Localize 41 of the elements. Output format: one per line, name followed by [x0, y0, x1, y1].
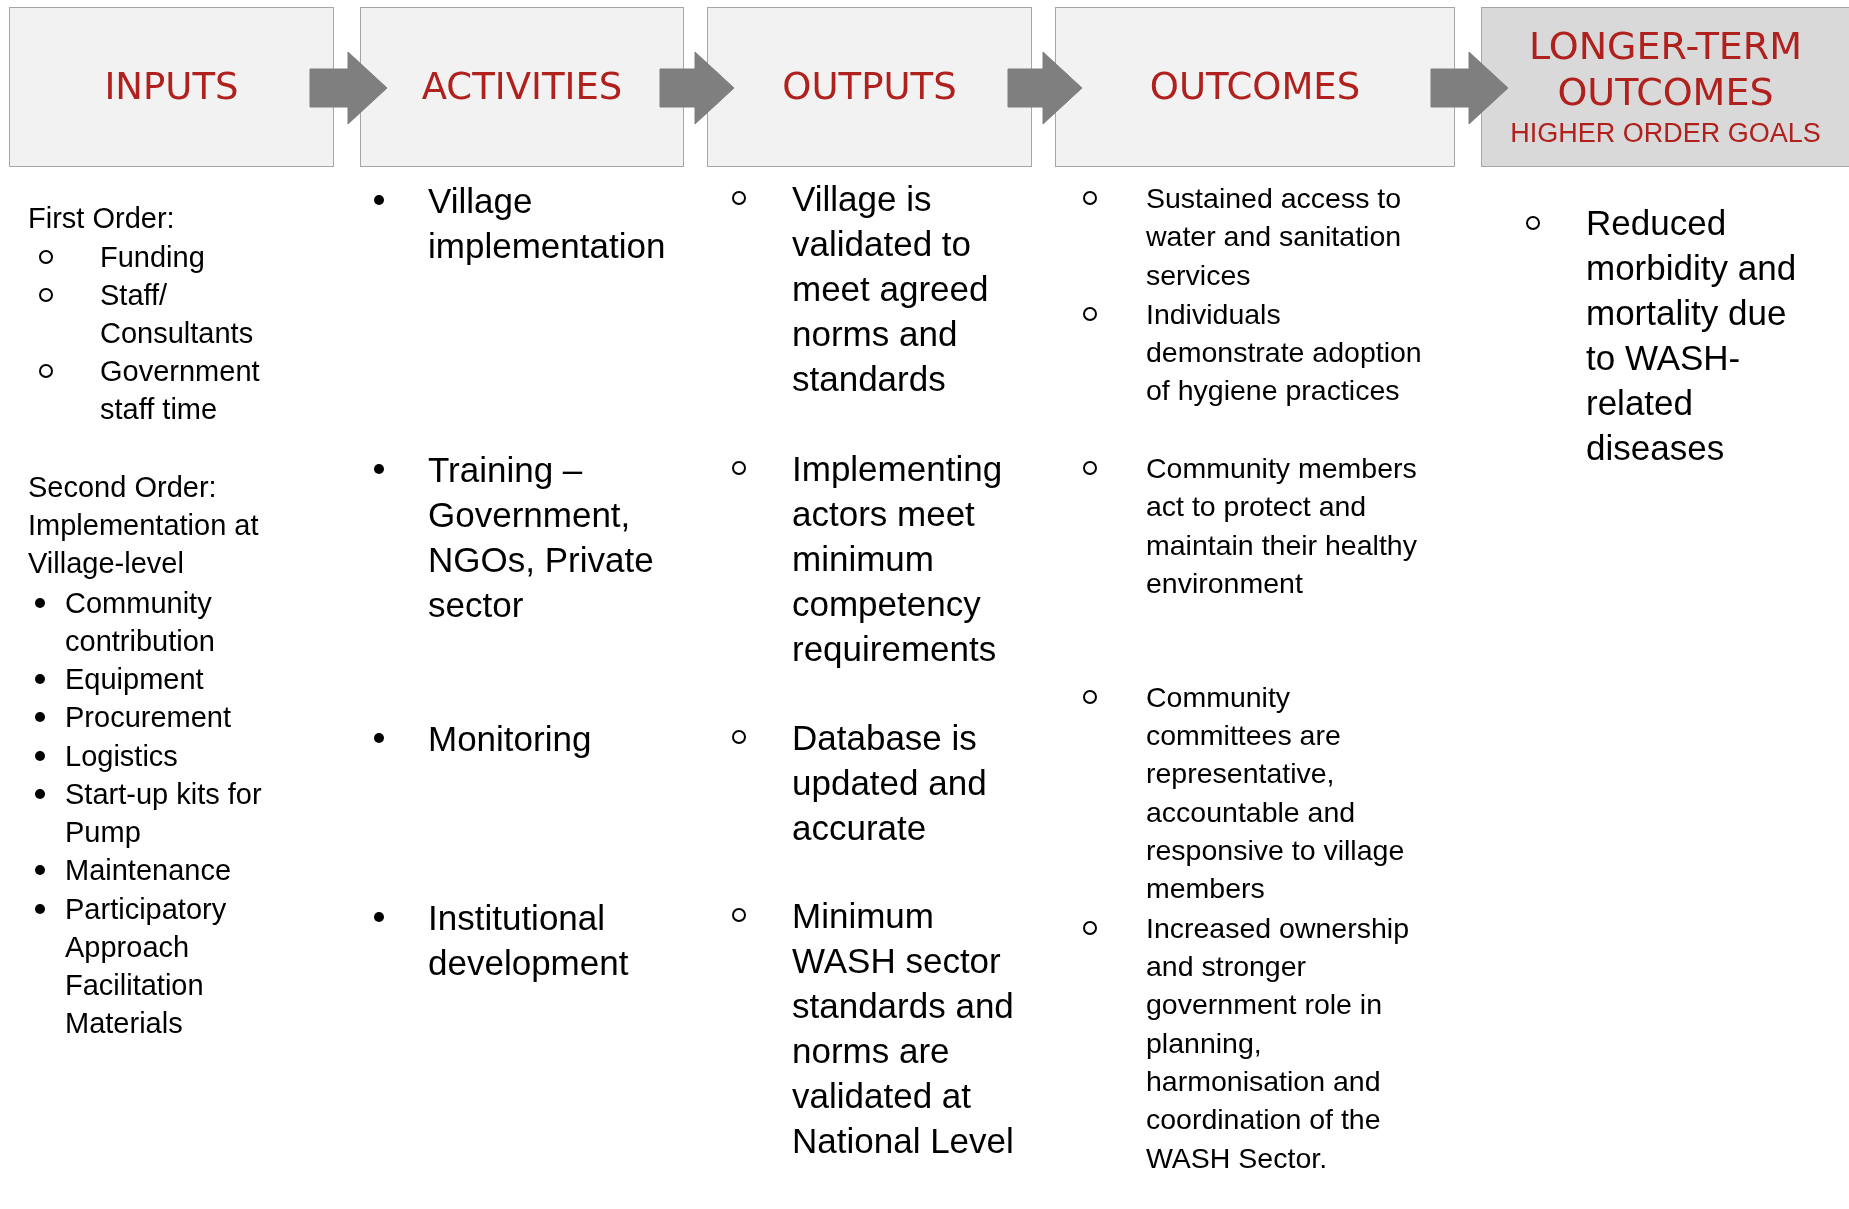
stage-header-box	[707, 7, 1032, 167]
list-item-text: Equipment	[65, 662, 205, 698]
list-item-text: Start-up kits for Pump	[65, 776, 263, 850]
list-item-text: Second Order: Implementation at Village-level	[28, 470, 260, 581]
list-item-text: Individuals demonstrate adoption of hygiene practices	[1146, 296, 1423, 409]
stage-title: LONGER-TERM OUTCOMES	[1527, 24, 1804, 116]
list-item-text: Maintenance	[65, 853, 233, 889]
list-item-text: Staff/ Consultants	[100, 277, 255, 351]
list-item-text: Training – Government, NGOs, Private sector	[428, 448, 655, 626]
block-arrow	[1430, 51, 1509, 125]
stage-header-box	[1481, 7, 1849, 167]
list-item-text: Monitoring	[428, 717, 593, 760]
stage-header-box	[9, 7, 334, 167]
list-item-text: Logistics	[65, 738, 179, 774]
stage-header-box	[360, 7, 684, 167]
list-item-text: Funding	[100, 240, 206, 276]
list-item-text: Procurement	[65, 699, 232, 735]
list-item-text: Community committees are representative, accountable and responsive to village members	[1146, 679, 1406, 907]
list-item-text: Database is updated and accurate	[792, 716, 988, 849]
stage-title: ACTIVITIES	[421, 64, 623, 110]
list-item-text: Community contribution	[65, 585, 216, 659]
stage-subtitle: HIGHER ORDER GOALS	[1510, 117, 1821, 150]
list-item-text: Minimum WASH sector standards and norms are validated at National Level	[792, 894, 1015, 1162]
list-item-text: Implementing actors meet minimum competency requirements	[792, 447, 1004, 670]
stage-title: OUTCOMES	[1149, 64, 1361, 110]
stage-title: OUTPUTS	[782, 64, 957, 110]
list-item-text: Reduced morbidity and mortality due to WASH-related diseases	[1586, 202, 1798, 470]
stage-header-box	[1055, 7, 1455, 167]
list-item-text: Village is validated to meet agreed norms and standards	[792, 177, 990, 400]
stage-title: INPUTS	[104, 64, 239, 110]
list-item-text: Government staff time	[100, 354, 261, 428]
list-item-text: Institutional development	[428, 896, 630, 984]
list-item-text: First Order:	[28, 201, 176, 237]
block-arrow	[659, 51, 735, 125]
block-arrow	[1007, 51, 1083, 125]
list-item-text: Village implementation	[428, 179, 667, 267]
list-item-text: Participatory Approach Facilitation Materials	[65, 892, 228, 1042]
block-arrow	[309, 51, 388, 125]
list-item-text: Community members act to protect and maintain their healthy environment	[1146, 451, 1418, 601]
list-item-text: Sustained access to water and sanitation services	[1146, 180, 1403, 293]
list-item-text: Increased ownership and stronger government role in planning, harmonisation and coordination of the WASH Sector.	[1146, 910, 1410, 1176]
